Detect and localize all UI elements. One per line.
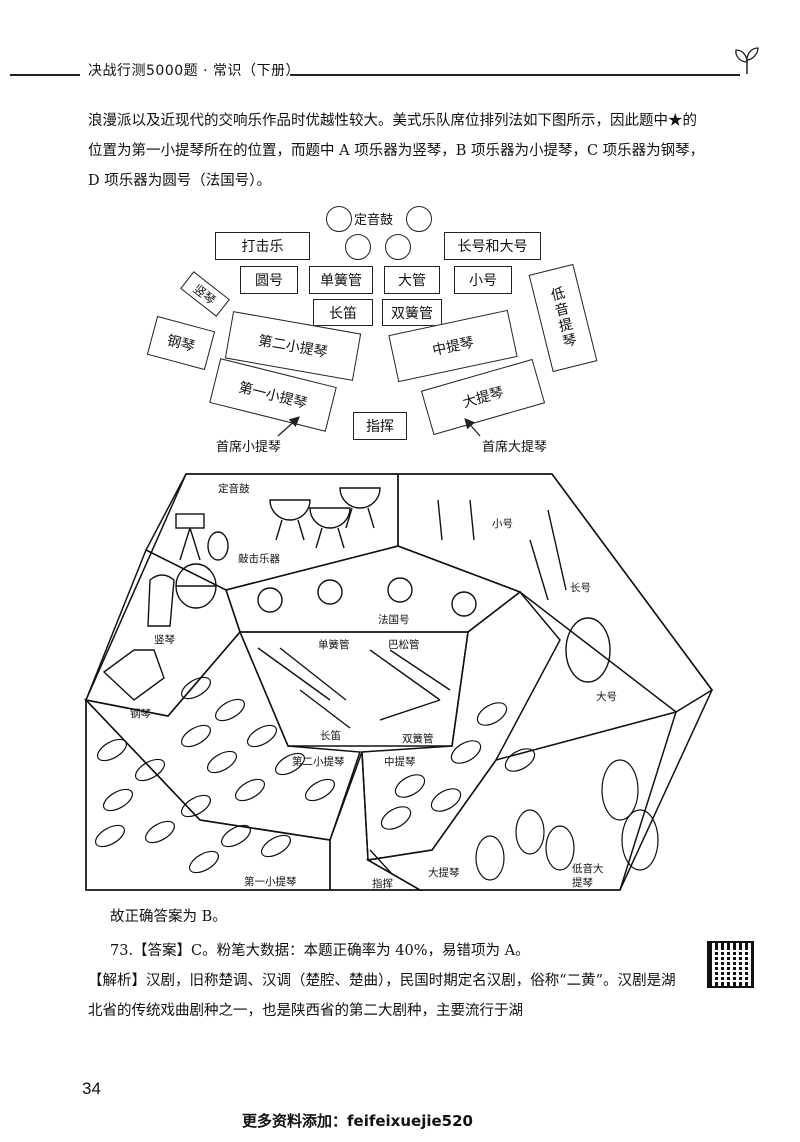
box-oboe: 双簧管 <box>382 299 442 326</box>
label-b-clarinet: 单簧管 <box>318 639 350 651</box>
box-bassoon: 大管 <box>384 266 440 294</box>
outer-border <box>85 473 713 891</box>
answer-line: 故正确答案为 B。 <box>110 909 227 925</box>
header-title: 决战行测5000题 · 常识（下册） <box>88 63 300 79</box>
label-b-oboe: 双簧管 <box>402 733 434 745</box>
label-b-cello: 大提琴 <box>428 867 460 879</box>
section-brass <box>397 473 714 713</box>
box-clarinet: 单簧管 <box>309 266 373 294</box>
label-b-viola: 中提琴 <box>384 756 416 768</box>
label-timpani: 定音鼓 <box>354 213 394 228</box>
page-number: 34 <box>82 1079 101 1098</box>
label-b-bassoon: 巴松管 <box>388 639 420 651</box>
box-percussion: 打击乐 <box>215 232 310 260</box>
header-rule-left <box>10 74 80 76</box>
paragraph-intro: 浪漫派以及近现代的交响乐作品时优越性较大。美式乐队席位排列法如下图所示，因此题中… <box>88 113 705 189</box>
header-rule-right <box>290 74 740 76</box>
label-b-trumpet: 小号 <box>492 518 513 530</box>
section-first-violins <box>85 698 331 891</box>
timpani-circle <box>406 206 432 232</box>
running-header: 决战行测5000题 · 常识（下册） <box>0 47 800 88</box>
sprout-icon <box>735 47 759 74</box>
label-b-conductor: 指挥 <box>372 878 393 890</box>
label-b-piano: 钢琴 <box>130 708 151 720</box>
arrow-concertmaster <box>277 416 300 437</box>
label-b-french-horn: 法国号 <box>378 614 410 626</box>
label-b-double-bass: 低音大提琴 <box>572 863 604 889</box>
footer-note: 更多资料添加：feifeixuejie520 <box>242 1112 473 1130</box>
box-conductor: 指挥 <box>353 412 407 440</box>
box-trumpet: 小号 <box>454 266 512 294</box>
section-second-violins <box>83 630 362 841</box>
label-b-harp: 竖琴 <box>154 634 175 646</box>
timpani-circle <box>326 206 352 232</box>
label-b-flute: 长笛 <box>320 730 341 742</box>
orchestra-illustration <box>83 473 714 891</box>
box-trombone-tuba: 长号和大号 <box>444 232 541 260</box>
box-horn: 圆号 <box>240 266 298 294</box>
qr-code-icon <box>707 941 754 988</box>
timpani-circle <box>385 234 411 260</box>
q73-answer: 73.【答案】C。粉笔大数据：本题正确率为 40%，易错项为 A。 <box>110 943 530 959</box>
label-b-trombone: 长号 <box>570 582 591 594</box>
label-b-second-violin: 第二小提琴 <box>292 756 345 768</box>
section-woodwinds <box>238 631 469 747</box>
q73-analysis: 【解析】汉剧，旧称楚调、汉调（楚腔、楚曲），民国时期定名汉剧，俗称“二黄”。汉剧… <box>88 973 676 1019</box>
section-conductor <box>329 751 423 891</box>
label-b-timpani: 定音鼓 <box>218 483 250 495</box>
label-b-first-violin: 第一小提琴 <box>244 876 297 888</box>
label-concertmaster: 首席小提琴 <box>216 440 282 455</box>
label-b-percussion: 敲击乐器 <box>238 553 280 565</box>
diagram-arrows <box>277 416 481 437</box>
section-timpani <box>144 473 399 591</box>
label-principal-cello: 首席大提琴 <box>482 440 548 455</box>
timpani-circle <box>345 234 371 260</box>
arrow-principal-cello <box>464 418 481 437</box>
label-b-tuba: 大号 <box>596 691 617 703</box>
box-flute: 长笛 <box>313 299 373 326</box>
